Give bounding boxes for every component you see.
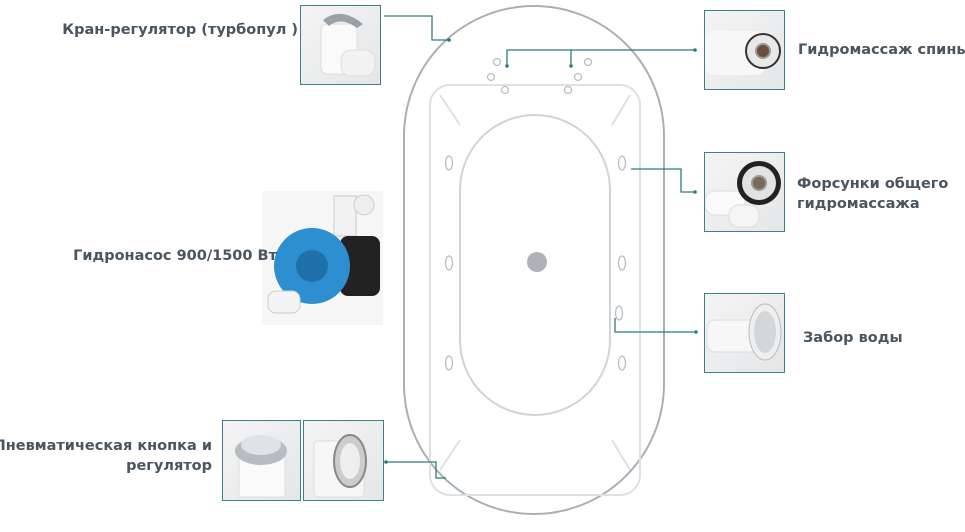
- label-general-jets: Форсунки общего гидромассажа: [797, 174, 948, 214]
- label-back-massage: Гидромассаж спины: [798, 42, 965, 58]
- connector-lines: [384, 15, 696, 479]
- label-general-jets-line2: гидромассажа: [797, 196, 920, 212]
- back-massage-jet-image: [704, 10, 785, 90]
- pump-image: [262, 191, 383, 325]
- turbo-valve-image: [300, 5, 381, 85]
- water-intake-image: [704, 293, 785, 373]
- label-pneumatic: Пневматическая кнопка и регулятор: [0, 436, 212, 476]
- pneumatic-regulator-image: [303, 420, 384, 501]
- label-turbo-valve: Кран-регулятор (турбопул ): [62, 22, 298, 38]
- label-general-jets-line1: Форсунки общего: [797, 176, 949, 192]
- jets: [444, 57, 627, 371]
- label-pneumatic-line1: Пневматическая кнопка и: [0, 438, 212, 454]
- label-pump: Гидронасос 900/1500 Вт: [73, 248, 277, 264]
- pneumatic-button-image: [222, 420, 301, 501]
- label-water-intake: Забор воды: [803, 330, 903, 346]
- bathtub-inner: [429, 84, 641, 496]
- general-jets-image: [704, 152, 785, 232]
- label-pneumatic-line2: регулятор: [126, 458, 212, 474]
- drain: [527, 252, 547, 272]
- bathtub-outline: [403, 5, 665, 515]
